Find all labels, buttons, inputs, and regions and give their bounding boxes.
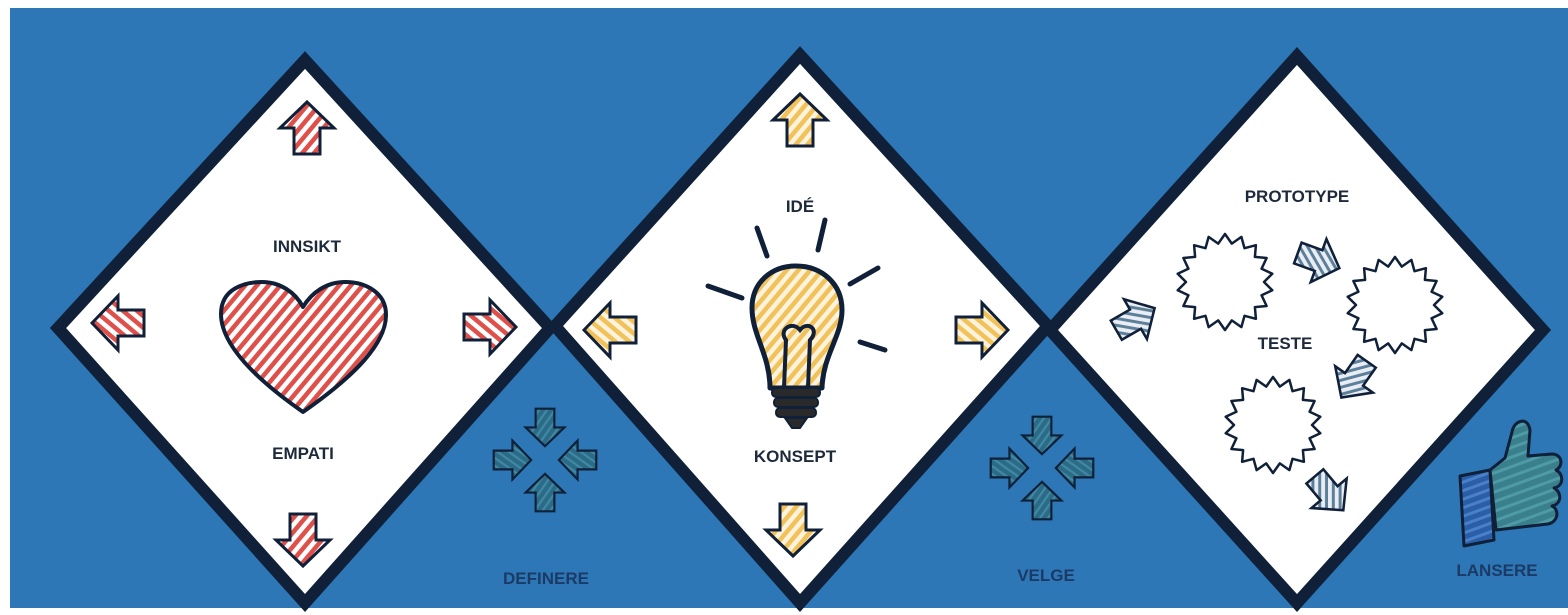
starburst-icon	[1176, 232, 1444, 475]
thumbs-up-icon	[1458, 419, 1564, 548]
diamond-2-bottom-label: KONSEPT	[754, 447, 837, 466]
lightbulb-icon	[705, 217, 888, 429]
diamond-3-middle-label: TESTE	[1258, 334, 1313, 353]
diamond-prototype: PROTOTYPE TESTE	[1041, 47, 1552, 612]
phase-label-lansere: LANSERE	[1456, 561, 1537, 580]
starburst-shape	[1176, 232, 1274, 332]
diamond-1-bottom-label: EMPATI	[272, 444, 334, 463]
phase-label-velge: VELGE	[1017, 566, 1075, 585]
phase-label-definere: DEFINERE	[503, 569, 589, 588]
diamond-empathy: INNSIKT EMPATI	[49, 51, 559, 612]
starburst-shape	[1346, 255, 1444, 355]
diamond-2-top-label: IDÉ	[786, 197, 814, 216]
diamond-idea: IDÉ KONSEPT	[546, 46, 1057, 613]
starburst-shape	[1224, 375, 1322, 475]
diamond-1-top-label: INNSIKT	[273, 237, 342, 256]
diamond-3-top-label: PROTOTYPE	[1245, 187, 1350, 206]
heart-icon	[219, 280, 388, 414]
